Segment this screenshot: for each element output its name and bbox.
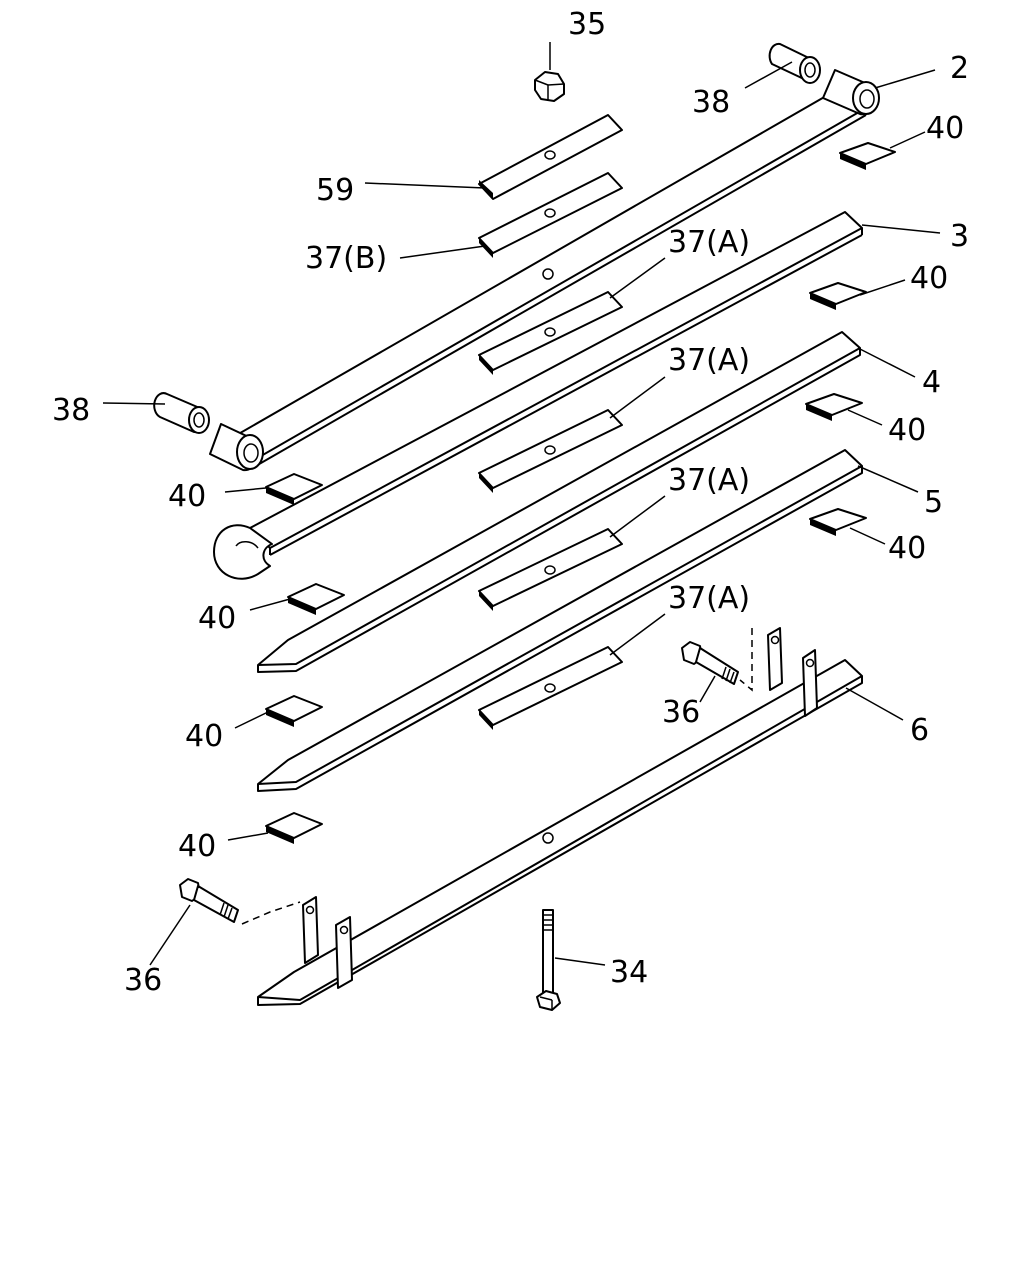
- callout-2: 2: [950, 51, 969, 86]
- callout-5: 5: [924, 485, 943, 520]
- callout-40-2: 40: [910, 261, 948, 296]
- bolt-36-right: [681, 641, 739, 685]
- callout-38-left: 38: [52, 393, 90, 428]
- bolt-36-left: [179, 878, 239, 923]
- callout-40-6: 40: [198, 601, 236, 636]
- plate-37a-4: [478, 646, 623, 730]
- callout-labels: 35 38 2 40 59 37(B) 3 37(A) 40 38 4 37(A…: [52, 7, 969, 998]
- pad-40-top-right: [839, 142, 896, 170]
- pad-40-left-3: [265, 695, 323, 727]
- leader-lines: [102, 42, 941, 966]
- callout-36-left: 36: [124, 963, 162, 998]
- plate-37a-1: [478, 291, 623, 375]
- leaf-4: [257, 331, 861, 673]
- spring-clip-right-rear: [767, 627, 783, 691]
- callout-40-4: 40: [168, 479, 206, 514]
- callout-35: 35: [568, 7, 606, 42]
- leaf-5: [257, 449, 863, 792]
- callout-37a-1: 37(A): [668, 225, 750, 260]
- callout-37a-2: 37(A): [668, 343, 750, 378]
- pad-40-left-4: [265, 812, 323, 844]
- bushing-38-top: [768, 42, 821, 84]
- spring-clip-right-front: [802, 649, 818, 717]
- pad-40-left-1: [265, 473, 323, 505]
- spring-clip-left-front: [335, 916, 353, 989]
- pad-40-right-3: [805, 393, 863, 421]
- callout-36-right: 36: [662, 695, 700, 730]
- callout-37a-3: 37(A): [668, 463, 750, 498]
- nut-35: [534, 71, 565, 102]
- pad-40-right-4: [809, 508, 867, 536]
- callout-59: 59: [316, 173, 354, 208]
- leaf-eye-left: [209, 423, 264, 472]
- clip-bolt-path-right: [739, 628, 753, 692]
- bushing-38-left: [153, 392, 210, 434]
- leaf-6: [257, 659, 863, 1006]
- plate-37a-3: [478, 528, 623, 611]
- callout-40-7: 40: [185, 719, 223, 754]
- callout-3: 3: [950, 219, 969, 254]
- callout-38-top: 38: [692, 85, 730, 120]
- center-bolt-34: [536, 909, 561, 1011]
- callout-34: 34: [610, 955, 648, 990]
- leaf-eye-curled: [213, 524, 273, 580]
- clip-bolt-path-left: [241, 901, 301, 925]
- plate-37b: [478, 172, 623, 258]
- spring-clip-left-rear: [302, 896, 319, 964]
- callout-37b: 37(B): [305, 241, 387, 276]
- callout-40-3: 40: [888, 413, 926, 448]
- callout-6: 6: [910, 713, 929, 748]
- leaf-eye-right: [822, 69, 880, 116]
- plate-37a-2: [478, 409, 623, 493]
- callout-4: 4: [922, 365, 941, 400]
- callout-40-1: 40: [926, 111, 964, 146]
- pad-40-right-2: [809, 282, 867, 310]
- plate-59: [478, 114, 623, 200]
- callout-40-5: 40: [888, 531, 926, 566]
- pad-40-left-2: [287, 583, 345, 615]
- callout-40-8: 40: [178, 829, 216, 864]
- callout-37a-4: 37(A): [668, 581, 750, 616]
